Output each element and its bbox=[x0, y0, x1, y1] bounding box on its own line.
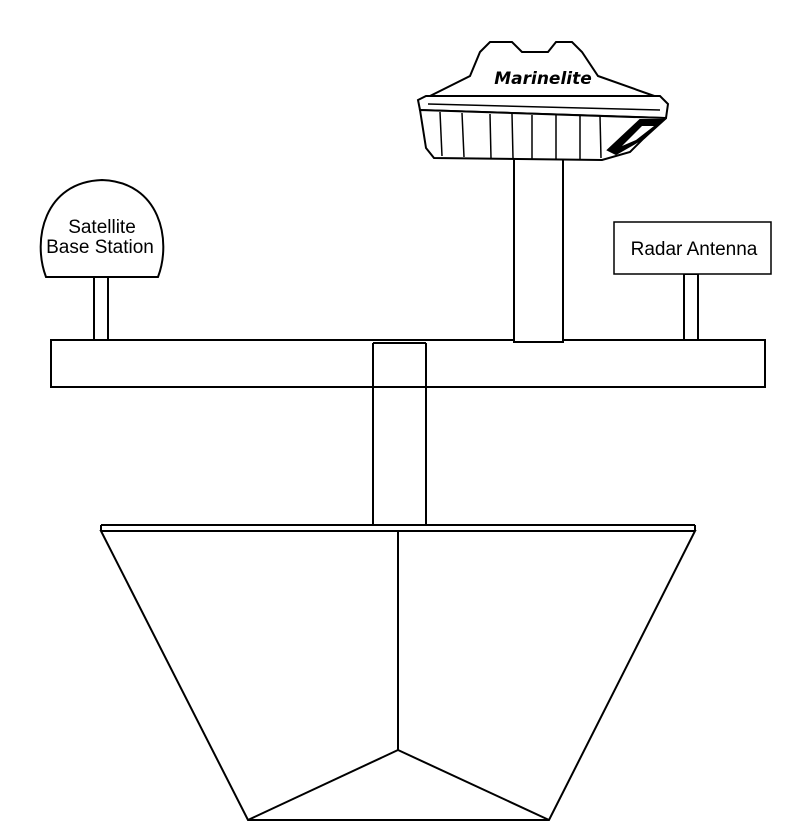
boat-hull bbox=[99, 524, 697, 821]
radar-box bbox=[613, 221, 772, 275]
mounting-bar bbox=[50, 339, 766, 388]
marinelite-window-glare bbox=[622, 126, 654, 146]
hull-chine-left bbox=[247, 749, 399, 821]
satellite-post bbox=[93, 276, 109, 341]
marinelite-ribs bbox=[427, 103, 661, 159]
marinelite-antenna: Marinelite bbox=[416, 41, 670, 343]
marinelite-lower-body bbox=[418, 108, 667, 162]
radar-post bbox=[683, 273, 699, 341]
marinelite-pole bbox=[513, 154, 564, 343]
satellite-label-line2: Base Station bbox=[46, 237, 154, 258]
marinelite-top-cap bbox=[425, 41, 661, 99]
satellite-label-line1: Satellite bbox=[68, 217, 136, 238]
marinelite-logo: Marinelite bbox=[494, 69, 592, 89]
satellite-base-station: Satellite Base Station bbox=[39, 178, 165, 341]
satellite-dome bbox=[39, 178, 165, 278]
radar-antenna: Radar Antenna bbox=[613, 221, 772, 341]
hull-chine-right bbox=[397, 749, 550, 821]
radar-label: Radar Antenna bbox=[631, 239, 758, 260]
